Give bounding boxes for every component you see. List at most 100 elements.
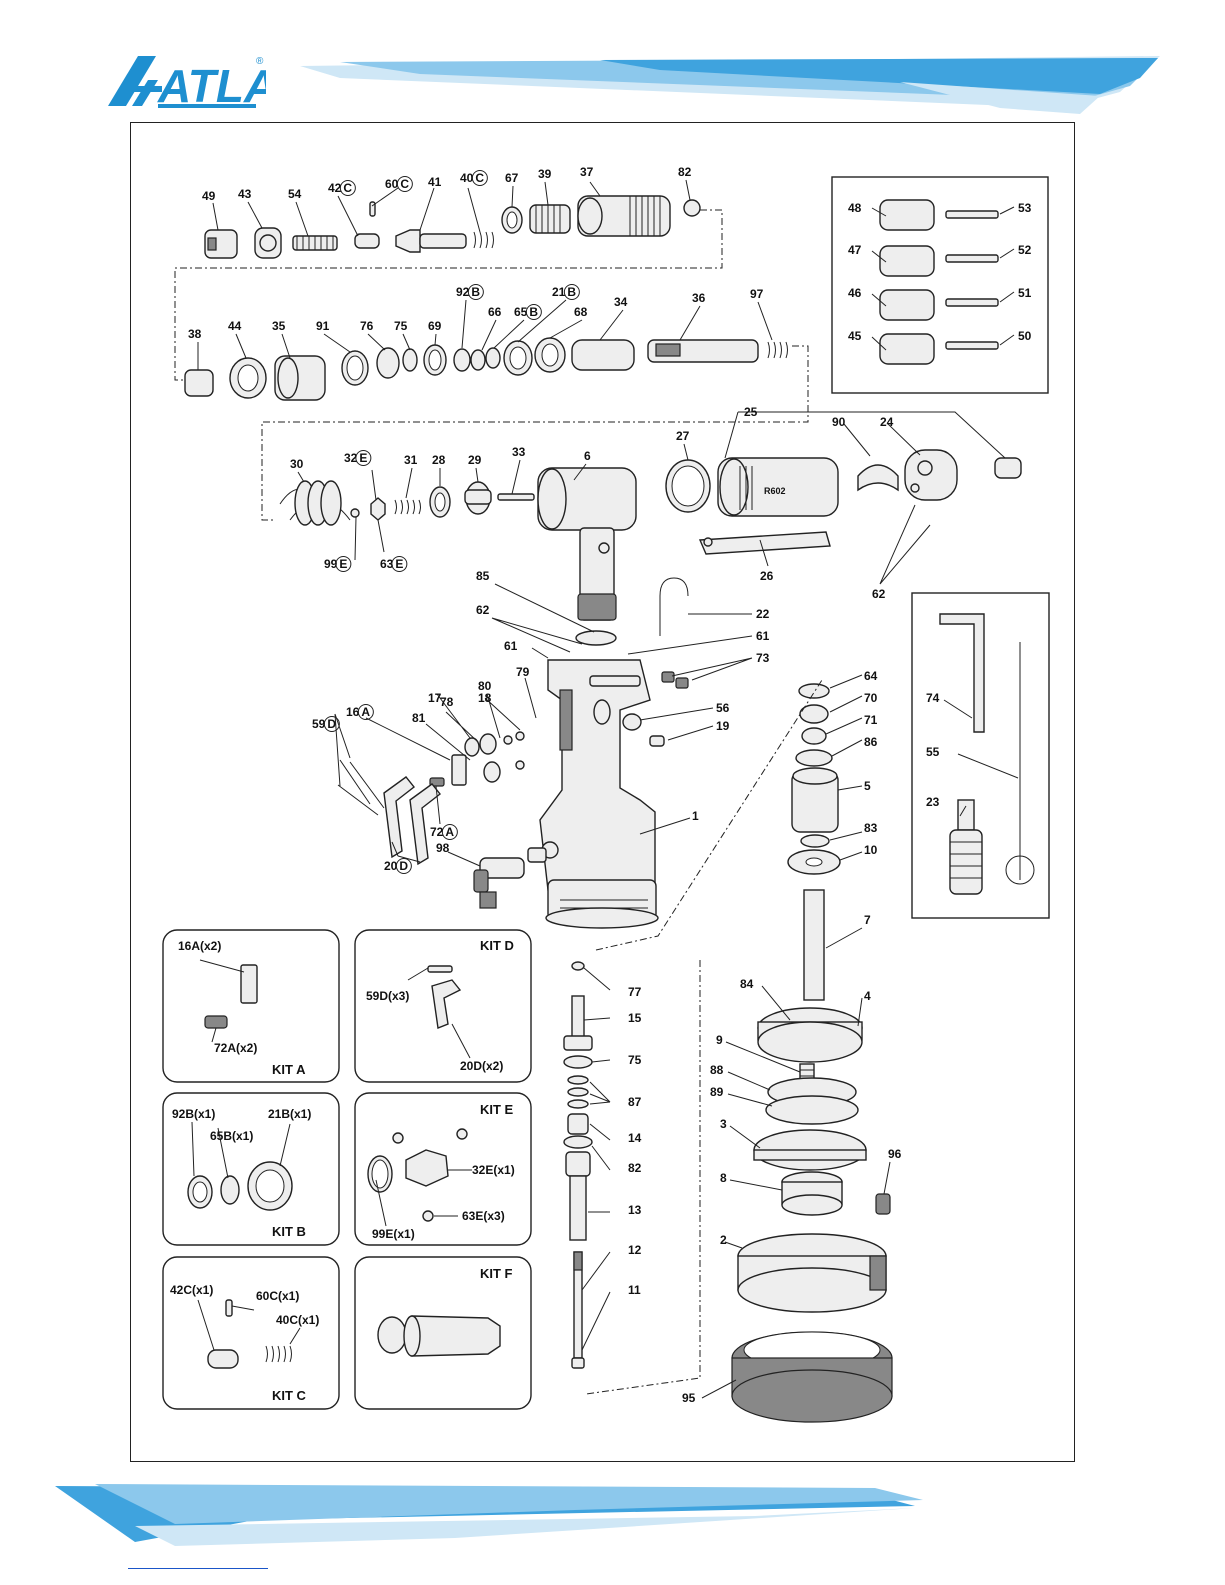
kit-c-item-1: 42C(x1) [170,1283,213,1297]
tools-inset [911,592,1050,919]
callout-37: 37 [580,165,594,179]
callout-25: 25 [744,405,758,419]
callout-13: 13 [628,1203,642,1217]
callout-10: 10 [864,843,878,857]
kit-a-title: KIT A [272,1062,306,1077]
row3-parts: R602 [279,449,1022,646]
callout-11: 11 [628,1283,641,1297]
callout-2: 2 [720,1233,727,1247]
callout-30: 30 [290,457,304,471]
callout-52: 52 [1018,243,1032,257]
kit-e-title: KIT E [480,1102,514,1117]
callout-14: 14 [628,1131,642,1145]
callout-79: 79 [516,665,530,679]
kit-c-item-3: 40C(x1) [276,1313,319,1327]
callout-62-right: 62 [872,587,886,601]
nosepiece-set [879,199,999,365]
callout-85: 85 [476,569,490,583]
handle-body [337,659,689,929]
callout-27: 27 [676,429,690,443]
kit-a-item-1: 16A(x2) [178,939,221,953]
callout-45: 45 [848,329,862,343]
callout-33: 33 [512,445,526,459]
callout-51: 51 [1018,286,1032,300]
body-motor-connector [585,679,823,1395]
callout-23: 23 [926,795,940,809]
callout-24: 24 [880,415,894,429]
callout-41: 41 [428,175,442,189]
callout-62-center: 62 [476,603,490,617]
callout-69: 69 [428,319,442,333]
kit-b-item-3: 21B(x1) [268,1107,311,1121]
callout-98: 98 [436,841,450,855]
callout-43: 43 [238,187,252,201]
callout-95: 95 [682,1391,696,1405]
kit-b-item-1: 92B(x1) [172,1107,215,1121]
callout-77: 77 [628,985,642,999]
callout-36: 36 [692,291,706,305]
kit-c-box [162,1256,340,1410]
kit-e-item-2: 99E(x1) [372,1227,415,1241]
kit-contents [187,964,501,1369]
brand-mark: ® [256,56,264,67]
callout-82-stem: 82 [628,1161,642,1175]
kit-b-title: KIT B [272,1224,306,1239]
kit-d-box [354,929,532,1083]
callout-22: 22 [756,607,770,621]
callout-28: 28 [432,453,446,467]
callout-4: 4 [864,989,871,1003]
tools-set [939,613,1035,895]
callout-31: 31 [404,453,418,467]
callout-6: 6 [584,449,591,463]
kit-c-title: KIT C [272,1388,307,1403]
callout-15: 15 [628,1011,642,1025]
callout-1: 1 [692,809,699,823]
callout-48: 48 [848,201,862,215]
callout-66: 66 [488,305,502,319]
callout-39: 39 [538,167,552,181]
callout-73: 73 [756,651,770,665]
callout-55: 55 [926,745,940,759]
callout-9: 9 [716,1033,723,1047]
callout-46: 46 [848,286,862,300]
row1-parts [204,195,701,259]
callout-47: 47 [848,243,862,257]
kit-a-item-2: 72A(x2) [214,1041,257,1055]
header-banner [300,56,1160,114]
callout-12: 12 [628,1243,642,1257]
kit-b-box [162,1092,340,1246]
air-motor-parts [731,683,893,1423]
callout-74: 74 [926,691,940,705]
row2-row3-connector [261,345,809,521]
footer-link-underline [128,1568,268,1569]
callout-83: 83 [864,821,878,835]
callout-35: 35 [272,319,286,333]
kit-f-box [354,1256,532,1410]
callout-61-left: 61 [504,639,518,653]
row1-row2-connector [174,209,723,381]
callout-97: 97 [750,287,764,301]
callout-88: 88 [710,1063,724,1077]
callout-53: 53 [1018,201,1032,215]
callout-54: 54 [288,187,302,201]
callout-44: 44 [228,319,242,333]
callout-26: 26 [760,569,774,583]
kit-f-title: KIT F [480,1266,513,1281]
callout-87: 87 [628,1095,642,1109]
callout-71: 71 [864,713,878,727]
callout-68: 68 [574,305,588,319]
callout-80: 80 [478,679,492,693]
callout-5: 5 [864,779,871,793]
callout-19: 19 [716,719,730,733]
leader-lines [191,179,1019,1399]
kit-a-box [162,929,340,1083]
